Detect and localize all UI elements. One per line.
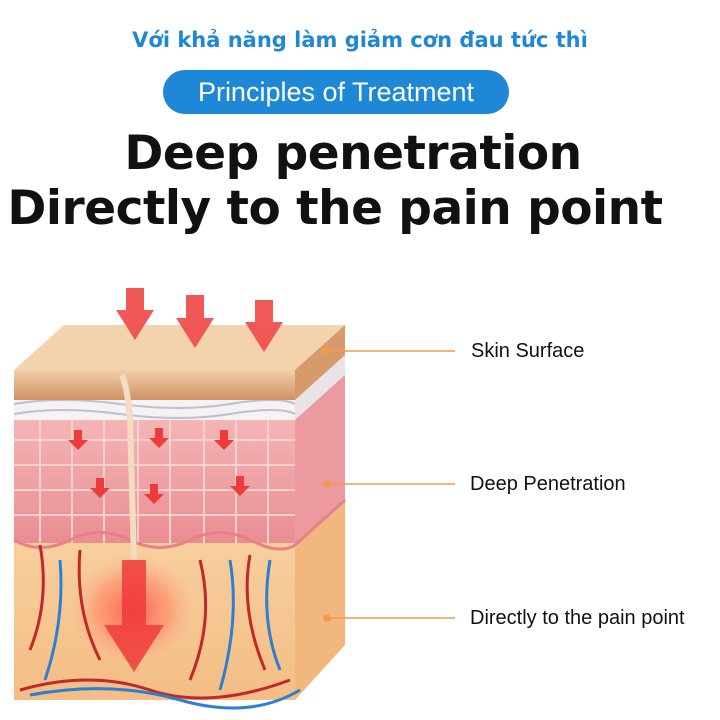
tagline: Với khả năng làm giảm cơn đau tức thì: [132, 28, 588, 52]
headline-line-2: Directly to the pain point: [7, 181, 663, 236]
headline-line-1: Deep penetration: [124, 126, 582, 181]
leader-lines: [321, 347, 455, 622]
pain-point-arrow: [104, 560, 164, 672]
cell-layer: [14, 418, 295, 543]
skin-surface-front: [14, 370, 295, 400]
blood-vessels: [19, 544, 301, 710]
label-skin-surface: Skin Surface: [471, 340, 585, 362]
label-pain-point: Directly to the pain point: [470, 607, 685, 629]
cell-layer-side: [295, 373, 345, 545]
cell-layer-edge: [13, 498, 347, 551]
label-deep-penetration: Deep Penetration: [470, 473, 626, 495]
hair-follicle: [119, 373, 137, 561]
principles-badge: Principles of Treatment: [163, 70, 509, 114]
surface-arrows: [116, 288, 283, 352]
skin-surface-top: [14, 325, 345, 370]
penetration-arrows: [68, 428, 250, 504]
